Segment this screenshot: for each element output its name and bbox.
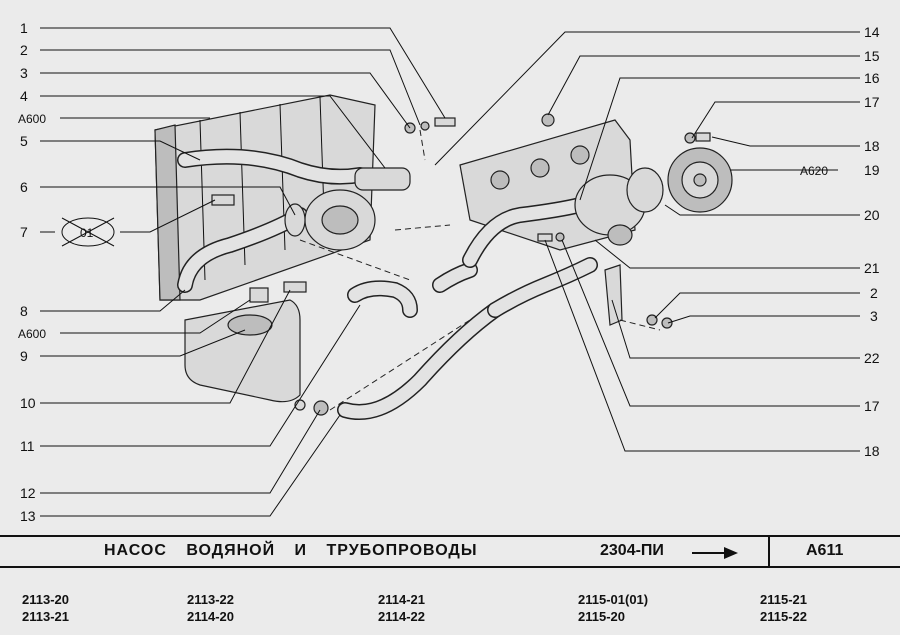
- callout-18-top: 18: [864, 138, 880, 154]
- callout-6: 6: [20, 179, 28, 195]
- model-group-3: 2114-21 2114-22: [378, 591, 425, 625]
- callout-15: 15: [864, 48, 880, 64]
- callout-a600-top: A600: [18, 112, 46, 126]
- callout-1: 1: [20, 20, 28, 36]
- callout-21: 21: [864, 260, 880, 276]
- callout-19: 19: [864, 162, 880, 178]
- parts-diagram: 01 1 2 3 4 A600 5 6 7 8 A600 9 10 11 12 …: [18, 20, 880, 524]
- callout-10: 10: [20, 395, 36, 411]
- thermostat: [284, 167, 411, 251]
- callout-17-top: 17: [864, 94, 880, 110]
- callout-2-right: 2: [870, 285, 878, 301]
- callout-17-bottom: 17: [864, 398, 880, 414]
- title-block: НАСОС ВОДЯНОЙ И ТРУБОПРОВОДЫ 2304-ПИ А61…: [0, 535, 900, 568]
- callout-14: 14: [864, 24, 880, 40]
- water-pump: [574, 147, 733, 246]
- catalog-code: 2304-ПИ: [600, 542, 664, 559]
- model-code: 2114-22: [378, 609, 425, 624]
- callouts-left: 1 2 3 4 A600 5 6 7 8 A600 9 10 11 12 13: [18, 20, 46, 524]
- callout-a620: A620: [800, 164, 828, 178]
- title-divider: [768, 537, 770, 566]
- model-code: 2115-20: [578, 609, 625, 624]
- callouts-right: 14 15 16 17 18 A620 19 20 21 2 3 22 17 1…: [800, 24, 880, 459]
- model-group-5: 2115-21 2115-22: [760, 591, 807, 625]
- callout-12: 12: [20, 485, 36, 501]
- page-title: НАСОС ВОДЯНОЙ И ТРУБОПРОВОДЫ: [104, 542, 478, 559]
- hoses: [177, 148, 503, 420]
- outlet-pipe: [462, 197, 598, 318]
- callout-13: 13: [20, 508, 36, 524]
- model-code: 2113-21: [22, 609, 69, 624]
- callout-11: 11: [20, 438, 35, 454]
- leaders-left: [40, 27, 446, 517]
- callout-7: 7: [20, 224, 28, 240]
- model-group-4: 2115-01(01) 2115-20: [578, 591, 648, 625]
- callout-8: 8: [20, 303, 28, 319]
- model-code: 2114-20: [187, 609, 234, 624]
- model-code: 2115-01(01): [578, 592, 649, 607]
- sheet-number: А611: [806, 542, 844, 559]
- model-code: 2113-20: [22, 592, 69, 607]
- expansion-tank: [184, 299, 306, 411]
- callout-4: 4: [20, 88, 28, 104]
- model-code: 2113-22: [187, 592, 234, 607]
- model-code: 2114-21: [378, 592, 425, 607]
- callout-3: 3: [20, 65, 28, 81]
- callout-20: 20: [864, 207, 880, 223]
- crossed-marker-label: 01: [80, 226, 94, 240]
- callout-16: 16: [864, 70, 880, 86]
- model-code: 2115-22: [760, 609, 807, 624]
- model-group-1: 2113-20 2113-21: [22, 591, 69, 625]
- assembly-guides: [299, 129, 661, 411]
- callout-2: 2: [20, 42, 28, 58]
- callout-3-right: 3: [870, 308, 878, 324]
- callout-22: 22: [864, 350, 880, 366]
- crossed-marker: 01: [61, 217, 115, 247]
- callout-a600-bottom: A600: [18, 327, 46, 341]
- callout-18-bottom: 18: [864, 443, 880, 459]
- callout-9: 9: [20, 348, 28, 364]
- callout-5: 5: [20, 133, 28, 149]
- model-group-2: 2113-22 2114-20: [187, 591, 234, 625]
- leaders-right: [434, 31, 860, 452]
- fasteners: [211, 113, 711, 416]
- model-code: 2115-21: [760, 592, 807, 607]
- arrow-right-icon: [692, 547, 738, 559]
